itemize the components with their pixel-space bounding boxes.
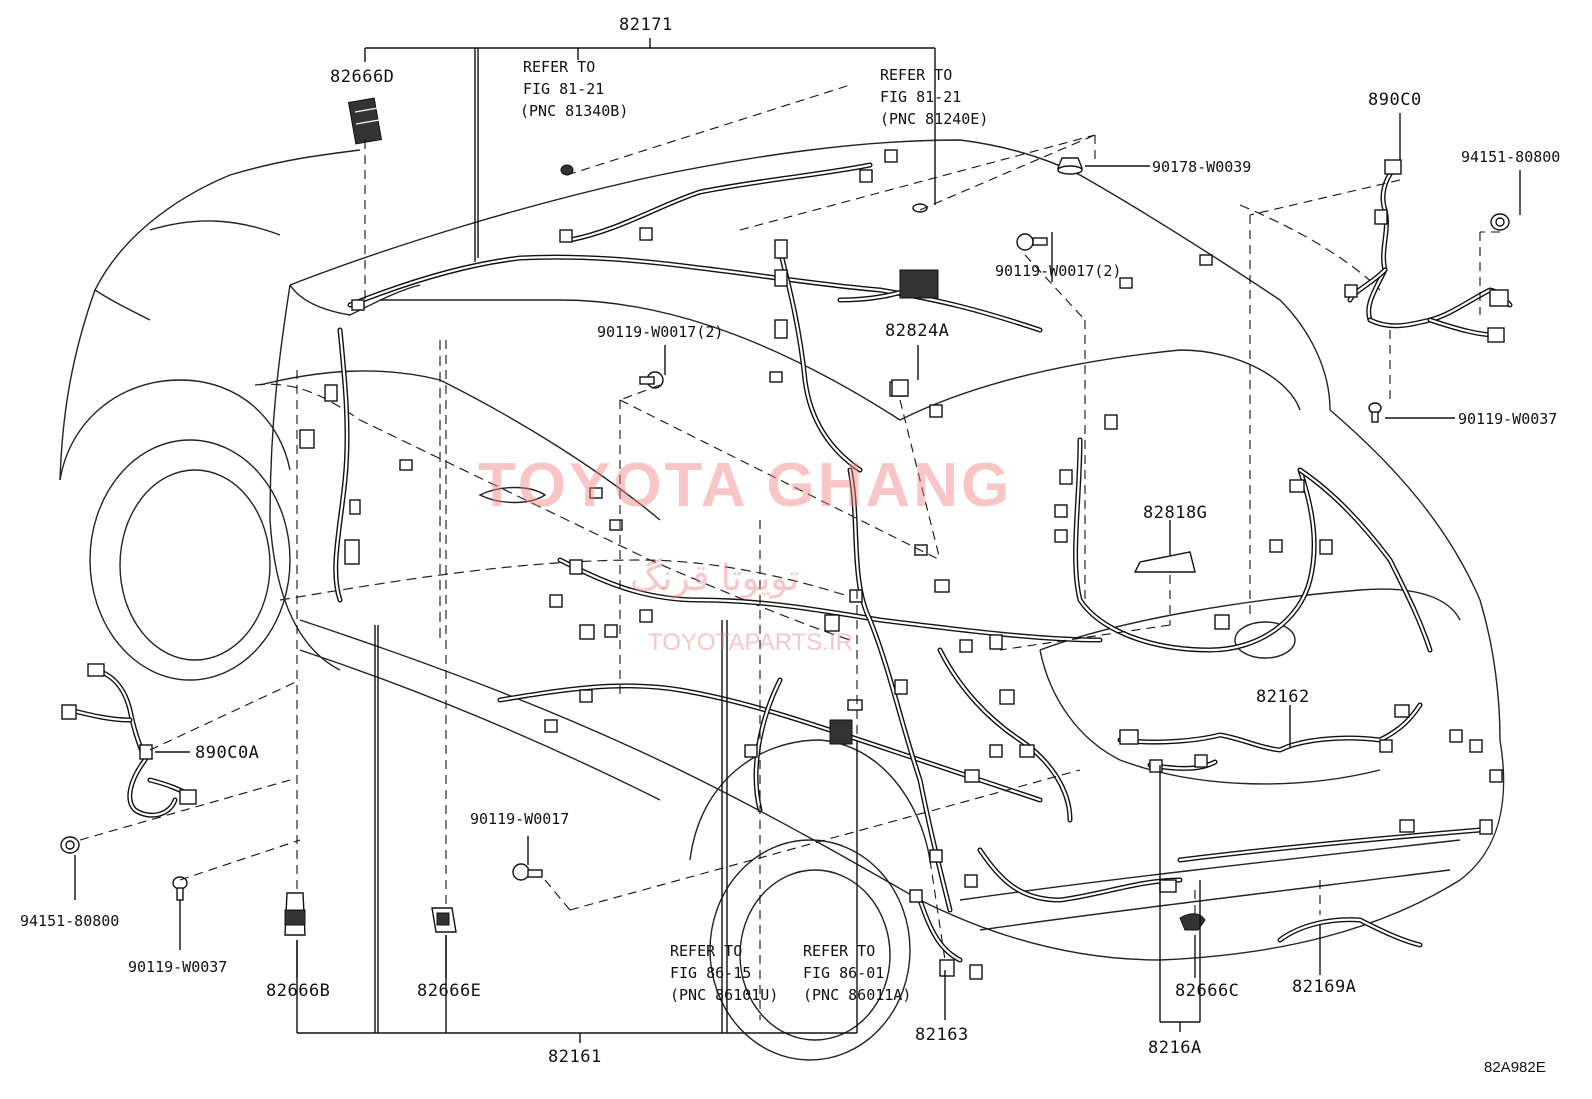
harness-82163-rear xyxy=(917,847,1183,963)
label-94151-80800-left: 94151-80800 xyxy=(20,912,119,930)
clamp-82666D xyxy=(347,97,383,145)
refer-fig-81-21-a-line3: (PNC 81340B) xyxy=(520,102,628,120)
bolt-90119-W0017-right xyxy=(1016,233,1048,251)
sensor-harness-890C0 xyxy=(1347,167,1513,338)
watermark-main: TOYOTA GHANG xyxy=(478,451,1012,520)
harness-82162-tailgate xyxy=(1073,437,1433,753)
bolt-90119-W0017-lower xyxy=(512,863,543,881)
refer-fig-86-01-line2: FIG 86-01 xyxy=(803,964,884,982)
watermark-url: TOYOTAPARTS.IR xyxy=(648,629,853,656)
refer-fig-86-01-line3: (PNC 86011A) xyxy=(803,986,911,1004)
harness-82169A xyxy=(1177,827,1483,948)
refer-fig-86-15-line2: FIG 86-15 xyxy=(670,964,751,982)
bolt-90119-W0017-left xyxy=(639,371,664,389)
label-82162: 82162 xyxy=(1256,687,1310,707)
refer-fig-81-21-b-line1: REFER TO xyxy=(880,66,952,84)
tag-82818G xyxy=(1133,551,1196,573)
harness-82171-roof xyxy=(347,162,1043,473)
label-82169A: 82169A xyxy=(1292,977,1356,997)
label-90119-W0037-right: 90119-W0037 xyxy=(1458,410,1557,428)
label-890C0: 890C0 xyxy=(1368,90,1422,110)
diagram-id: 82A982E xyxy=(1484,1059,1546,1076)
label-90119-W0017-2-right: 90119-W0017(2) xyxy=(995,262,1121,280)
label-82824A: 82824A xyxy=(885,321,949,341)
bolt-90119-W0037-right xyxy=(1368,402,1382,423)
refer-fig-81-21-b-line2: FIG 81-21 xyxy=(880,88,961,106)
connectors xyxy=(61,149,1509,980)
clamp-82666E xyxy=(431,907,457,933)
label-90119-W0017-2-left: 90119-W0017(2) xyxy=(597,323,723,341)
label-94151-80800-right: 94151-80800 xyxy=(1461,148,1560,166)
watermark-persian: تویوتا قرنگ xyxy=(630,557,799,599)
label-82666B: 82666B xyxy=(266,981,330,1001)
label-82163: 82163 xyxy=(915,1025,969,1045)
watermark: TOYOTA GHANG تویوتا قرنگ TOYOTAPARTS.IR xyxy=(478,451,1012,656)
label-82666E: 82666E xyxy=(417,981,481,1001)
label-90178-W0039: 90178-W0039 xyxy=(1152,158,1251,176)
bolt-90119-W0037-left xyxy=(172,876,188,901)
clamp-82666C xyxy=(1179,913,1206,931)
clamp-82666B xyxy=(284,892,306,936)
parts xyxy=(60,97,1510,936)
clip-90178-W0039 xyxy=(1056,157,1084,175)
bracket-82824A xyxy=(891,379,909,397)
label-90119-W0037-left: 90119-W0037 xyxy=(128,958,227,976)
label-90119-W0017: 90119-W0017 xyxy=(470,810,569,828)
label-82666C: 82666C xyxy=(1175,981,1239,1001)
sensor-harness-890C0A xyxy=(67,667,193,818)
refer-fig-86-15-line1: REFER TO xyxy=(670,942,742,960)
label-82818G: 82818G xyxy=(1143,503,1207,523)
refer-fig-86-01-line1: REFER TO xyxy=(803,942,875,960)
refer-fig-81-21-a-line1: REFER TO xyxy=(523,58,595,76)
label-890C0A: 890C0A xyxy=(195,743,259,763)
harness-82161-floor xyxy=(333,327,1103,913)
label-82171: 82171 xyxy=(619,15,673,35)
label-82666D: 82666D xyxy=(330,67,394,87)
refer-fig-81-21-b-line3: (PNC 81240E) xyxy=(880,110,988,128)
nut-94151-80800-right xyxy=(1490,213,1510,231)
label-82161: 82161 xyxy=(548,1047,602,1067)
dashed-reference-lines xyxy=(79,84,1500,1020)
refer-fig-81-21-a-line2: FIG 81-21 xyxy=(523,80,604,98)
nut-94151-80800-left xyxy=(60,836,80,854)
label-8216A: 8216A xyxy=(1148,1038,1202,1058)
part-labels: 82171 82666D REFER TO FIG 81-21 (PNC 813… xyxy=(20,15,1560,1076)
refer-fig-86-15-line3: (PNC 86101U) xyxy=(670,986,778,1004)
leader-lines xyxy=(74,38,1521,1043)
